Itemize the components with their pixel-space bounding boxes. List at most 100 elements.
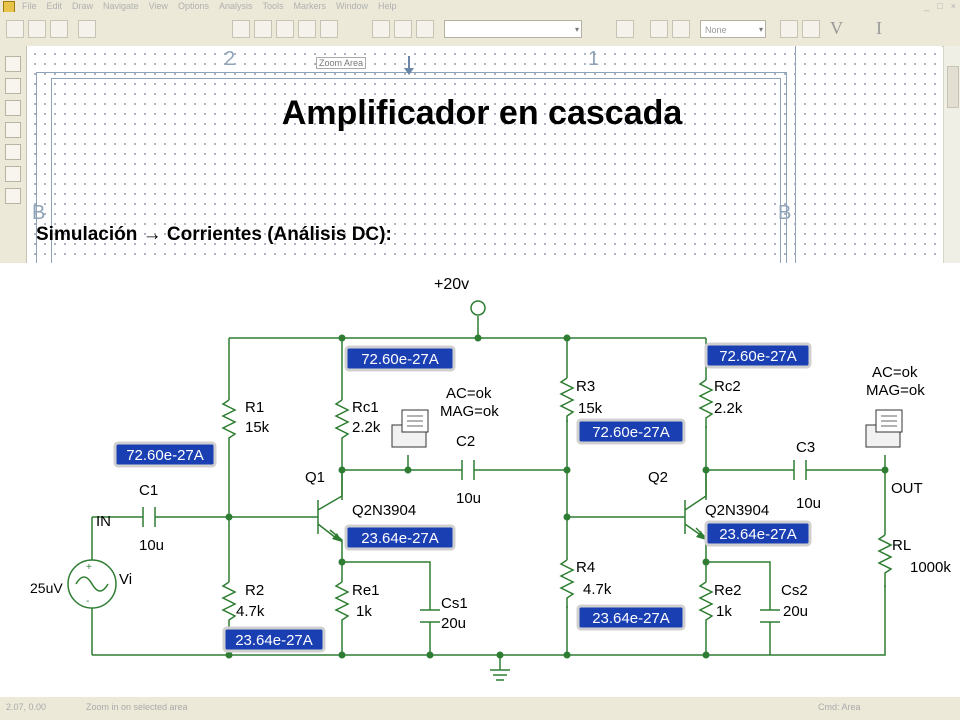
edit-symbol-icon[interactable] <box>616 20 634 38</box>
zone-marker: B <box>778 202 792 224</box>
current-value: 23.64e-27A <box>592 610 670 627</box>
text-box-tool-icon[interactable] <box>5 166 21 182</box>
r4-label: R4 <box>576 559 595 576</box>
c3-value: 10u <box>796 495 821 512</box>
window-icon[interactable] <box>650 20 668 38</box>
command-mode: Cmd: Area <box>818 702 861 712</box>
menu-help[interactable]: Help <box>378 1 397 11</box>
current-value: 72.60e-27A <box>126 447 204 464</box>
open-file-icon[interactable] <box>28 20 46 38</box>
marker-icon[interactable] <box>802 20 820 38</box>
c2-label: C2 <box>456 433 475 450</box>
current-badges: 72.60e-27A 72.60e-27A 23.64e-27A 23.64e-… <box>113 342 812 653</box>
close-button[interactable]: × <box>950 1 956 11</box>
re2-label: Re2 <box>714 582 742 599</box>
circle-tool-icon[interactable] <box>5 100 21 116</box>
in-label: IN <box>96 513 111 530</box>
cs2-value: 20u <box>783 603 808 620</box>
rc1-label: Rc1 <box>352 399 379 416</box>
q2-label: Q2 <box>648 469 668 486</box>
current-badge[interactable]: 23.64e-27A <box>222 626 326 653</box>
menu-file[interactable]: File <box>22 1 37 11</box>
current-badge[interactable]: 72.60e-27A <box>576 418 686 445</box>
page-border-right <box>795 46 796 266</box>
part-combo[interactable]: ▾ <box>444 20 582 38</box>
zoom-out-icon[interactable] <box>276 20 294 38</box>
probe-icon[interactable] <box>780 20 798 38</box>
image-tool-icon[interactable] <box>5 188 21 204</box>
toolbar: ▾ None ▾ V I <box>0 12 960 47</box>
wire-icon[interactable] <box>372 20 390 38</box>
menu-edit[interactable]: Edit <box>46 1 63 11</box>
current-badge[interactable]: 23.64e-27A <box>704 520 812 547</box>
scroll-thumb[interactable] <box>947 66 959 108</box>
re1-label: Re1 <box>352 582 380 599</box>
menu-markers[interactable]: Markers <box>293 1 327 11</box>
schematic-diagram: + - +20v R1 15k R2 4.7k Rc1 2.2k Re1 1k … <box>0 263 960 700</box>
print-icon[interactable] <box>78 20 96 38</box>
menu-items: File Edit Draw Navigate View Options Ana… <box>22 0 397 12</box>
r3-value: 15k <box>578 400 603 417</box>
supply-label: +20v <box>434 276 469 293</box>
menu-tools[interactable]: Tools <box>262 1 284 11</box>
restore-button[interactable]: □ <box>937 1 943 11</box>
menu-analysis[interactable]: Analysis <box>218 1 253 11</box>
rc1-value: 2.2k <box>352 419 381 436</box>
out-label: OUT <box>891 480 923 497</box>
pencil-window-icon[interactable] <box>672 20 690 38</box>
q1-model: Q2N3904 <box>352 502 416 519</box>
new-file-icon[interactable] <box>6 20 24 38</box>
transistors <box>317 470 707 539</box>
menu-view[interactable]: View <box>148 1 168 11</box>
profile-combo[interactable]: None ▾ <box>700 20 766 38</box>
part-icon[interactable] <box>394 20 412 38</box>
rc2-value: 2.2k <box>714 400 743 417</box>
menu-draw[interactable]: Draw <box>72 1 94 11</box>
page-subtitle: Simulación → Corrientes (Análisis DC): <box>36 224 392 245</box>
current-badge[interactable]: 23.64e-27A <box>576 604 686 631</box>
zone-marker: 1 <box>588 48 600 70</box>
q1-label: Q1 <box>305 469 325 486</box>
color-tool-icon[interactable] <box>5 144 21 160</box>
line-tool-icon[interactable] <box>5 56 21 72</box>
zoom-area-icon[interactable] <box>298 20 316 38</box>
rl-label: RL <box>892 537 911 554</box>
current-badge[interactable]: 72.60e-27A <box>704 342 812 369</box>
current-badge[interactable]: 72.60e-27A <box>113 441 217 468</box>
current-value: 72.60e-27A <box>719 348 797 365</box>
re1-value: 1k <box>356 603 372 620</box>
r1-label: R1 <box>245 399 264 416</box>
junctions <box>225 334 889 659</box>
rc2-label: Rc2 <box>714 378 741 395</box>
current-value: 72.60e-27A <box>592 424 670 441</box>
rectangle-tool-icon[interactable] <box>5 78 21 94</box>
capacitors <box>142 460 807 623</box>
ground-icon <box>490 669 510 681</box>
text-icon[interactable] <box>416 20 434 38</box>
current-marker-button[interactable]: I <box>876 18 882 38</box>
c2-value: 10u <box>456 490 481 507</box>
menu-window[interactable]: Window <box>336 1 369 11</box>
supply-terminal <box>470 300 486 316</box>
arc-tool-icon[interactable] <box>5 122 21 138</box>
save-icon[interactable] <box>50 20 68 38</box>
voltage-marker-button[interactable]: V <box>830 18 843 38</box>
current-badge[interactable]: 23.64e-27A <box>344 524 456 551</box>
cursor-coordinates: 2.07, 0.00 <box>6 702 47 712</box>
current-value: 23.64e-27A <box>719 526 797 543</box>
status-message: Zoom in on selected area <box>86 702 188 712</box>
minimize-button[interactable]: _ <box>924 1 930 11</box>
profile-combo-value: None <box>705 25 727 35</box>
current-badge[interactable]: 72.60e-27A <box>344 345 456 372</box>
pencil-icon[interactable] <box>232 20 250 38</box>
menu-options[interactable]: Options <box>177 1 209 11</box>
menu-navigate[interactable]: Navigate <box>103 1 139 11</box>
zoom-fit-icon[interactable] <box>320 20 338 38</box>
svg-text:+: + <box>86 562 92 573</box>
chevron-down-icon: ▾ <box>574 25 579 34</box>
c1-label: C1 <box>139 482 158 499</box>
zoom-in-icon[interactable] <box>254 20 272 38</box>
page-title: Amplificador en cascada <box>281 94 683 132</box>
menu-bar: File Edit Draw Navigate View Options Ana… <box>0 0 960 13</box>
cs2-label: Cs2 <box>781 582 808 599</box>
